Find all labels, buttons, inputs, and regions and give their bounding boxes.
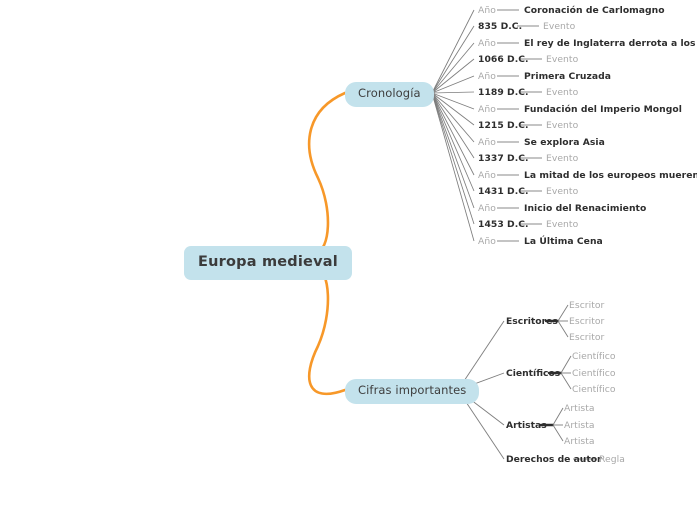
- escritor-item-1: Escritor: [569, 316, 605, 327]
- timeline-event-1: Evento: [543, 21, 576, 32]
- cientifico-item-1: Científico: [572, 368, 616, 379]
- timeline-year-6: Año: [478, 104, 496, 115]
- timeline-year-3: 1066 D.C.: [478, 54, 529, 65]
- artista-item-1: Artista: [564, 420, 595, 431]
- timeline-year-10: Año: [478, 170, 496, 181]
- category-derechos-de-autor[interactable]: Derechos de autor: [506, 454, 602, 465]
- timeline-event-2: El rey de Inglaterra derrota a los invas…: [524, 38, 697, 49]
- timeline-year-11: 1431 D.C.: [478, 186, 529, 197]
- category-artistas[interactable]: Artistas: [506, 420, 547, 431]
- timeline-year-4: Año: [478, 71, 496, 82]
- escritor-item-2: Escritor: [569, 332, 605, 343]
- artista-item-2: Artista: [564, 436, 595, 447]
- cientificos-fan: [560, 355, 572, 390]
- timeline-event-11: Evento: [546, 186, 579, 197]
- timeline-event-5: Evento: [546, 87, 579, 98]
- timeline-event-13: Evento: [546, 219, 579, 230]
- timeline-year-9: 1337 D.C.: [478, 153, 529, 164]
- timeline-year-13: 1453 D.C.: [478, 219, 529, 230]
- branch-node-cifras-importantes-label: Cifras importantes: [358, 383, 467, 397]
- timeline-year-7: 1215 D.C.: [478, 120, 529, 131]
- timeline-year-8: Año: [478, 137, 496, 148]
- timeline-event-6: Fundación del Imperio Mongol: [524, 104, 682, 115]
- cronologia-fan: [431, 9, 475, 242]
- root-node-label: Europa medieval: [198, 254, 338, 270]
- branch-node-cronologia-label: Cronología: [358, 86, 421, 100]
- timeline-year-2: Año: [478, 38, 496, 49]
- cientifico-item-0: Científico: [572, 351, 616, 362]
- timeline-event-14: La Última Cena: [524, 236, 603, 247]
- timeline-event-9: Evento: [546, 153, 579, 164]
- timeline-year-14: Año: [478, 236, 496, 247]
- category-escritores[interactable]: Escritores: [506, 316, 558, 327]
- timeline-year-0: Año: [478, 5, 496, 16]
- root-edge-cifras: [307, 265, 347, 396]
- timeline-event-7: Evento: [546, 120, 579, 131]
- branch-node-cronologia[interactable]: Cronología: [345, 82, 434, 107]
- timeline-event-4: Primera Cruzada: [524, 71, 612, 82]
- timeline-event-3: Evento: [546, 54, 579, 65]
- artista-item-0: Artista: [564, 403, 595, 414]
- timeline-event-12: Inicio del Renacimiento: [524, 203, 647, 214]
- timeline-event-10: La mitad de los europeos mueren: [524, 170, 697, 181]
- timeline-year-12: Año: [478, 203, 496, 214]
- timeline-event-8: Se explora Asia: [524, 137, 605, 148]
- root-node[interactable]: Europa medieval: [184, 246, 352, 280]
- root-edge-cronologia: [307, 91, 347, 255]
- artistas-fan: [552, 407, 564, 442]
- branch-node-cifras-importantes[interactable]: Cifras importantes: [345, 379, 480, 404]
- timeline-event-0: Coronación de Carlomagno: [524, 5, 665, 16]
- cientifico-item-2: Científico: [572, 384, 616, 395]
- escritor-item-0: Escritor: [569, 300, 605, 311]
- category-cientificos[interactable]: Científicos: [506, 368, 561, 379]
- regla-item-0: Regla: [599, 454, 625, 465]
- timeline-year-5: 1189 D.C.: [478, 87, 529, 98]
- escritores-fan: [557, 304, 569, 338]
- timeline-year-1: 835 D.C.: [478, 21, 523, 32]
